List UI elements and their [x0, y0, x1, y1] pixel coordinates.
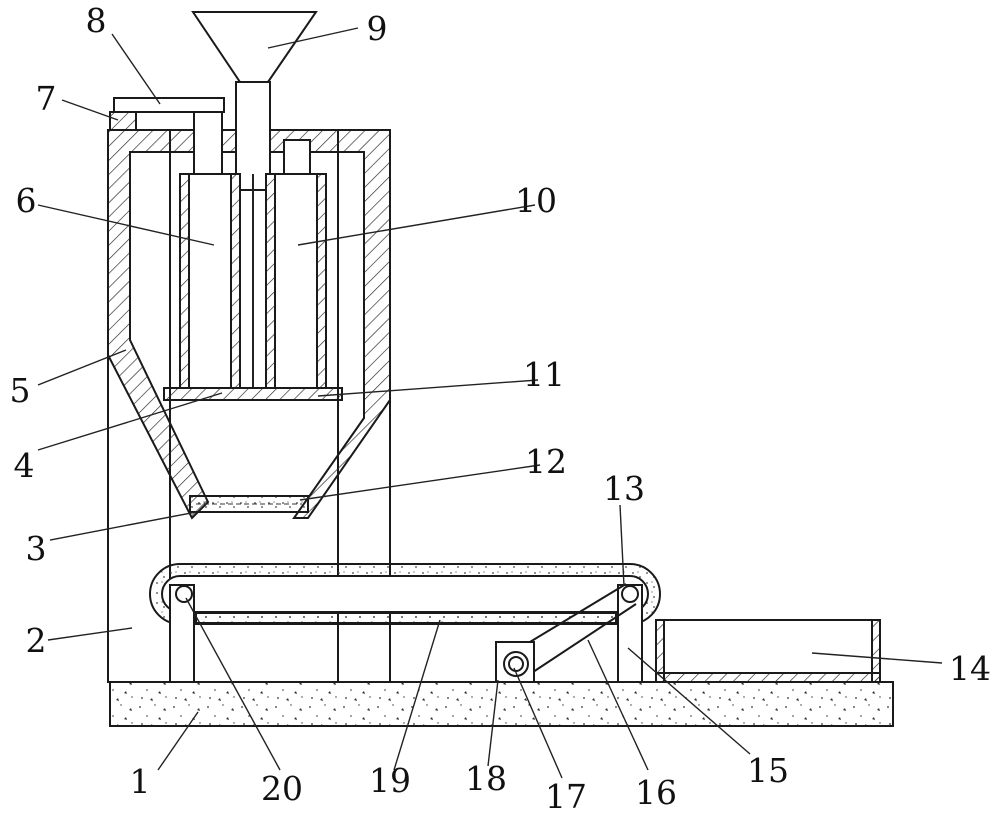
hopper-housing [107, 129, 391, 520]
part-label-15: 15 [747, 751, 789, 790]
part-label-12: 12 [525, 442, 567, 481]
base-plate [109, 681, 894, 727]
part-label-19: 19 [369, 761, 411, 800]
part-label-18: 18 [465, 759, 507, 798]
support-plate [163, 387, 343, 401]
part-label-13: 13 [603, 469, 645, 508]
motor [109, 111, 137, 131]
part-label-7: 7 [36, 79, 57, 118]
feed-funnel [191, 11, 318, 191]
part-label-14: 14 [949, 649, 991, 688]
pulley-drive [495, 583, 637, 683]
part-label-5: 5 [10, 371, 31, 410]
crushing-cylinder-left [179, 173, 241, 389]
drive-roller-left [175, 585, 193, 603]
part-label-1: 1 [130, 762, 151, 801]
part-label-8: 8 [86, 1, 107, 40]
part-label-4: 4 [14, 446, 35, 485]
part-label-2: 2 [26, 621, 47, 660]
conveyor-belt [149, 563, 661, 625]
part-label-6: 6 [16, 181, 37, 220]
part-label-3: 3 [26, 529, 47, 568]
drive-belt-housing [113, 97, 225, 113]
crushing-cylinder-right [265, 173, 327, 389]
drive-roller-right [621, 585, 639, 603]
part-label-20: 20 [261, 769, 303, 808]
part-label-11: 11 [523, 355, 565, 394]
collection-tray [655, 619, 881, 683]
part-label-16: 16 [635, 773, 677, 812]
part-label-17: 17 [545, 777, 587, 815]
part-label-9: 9 [367, 9, 388, 48]
leader-lines [37, 27, 943, 779]
belt-inner-plate [195, 612, 617, 624]
part-label-10: 10 [515, 181, 557, 220]
